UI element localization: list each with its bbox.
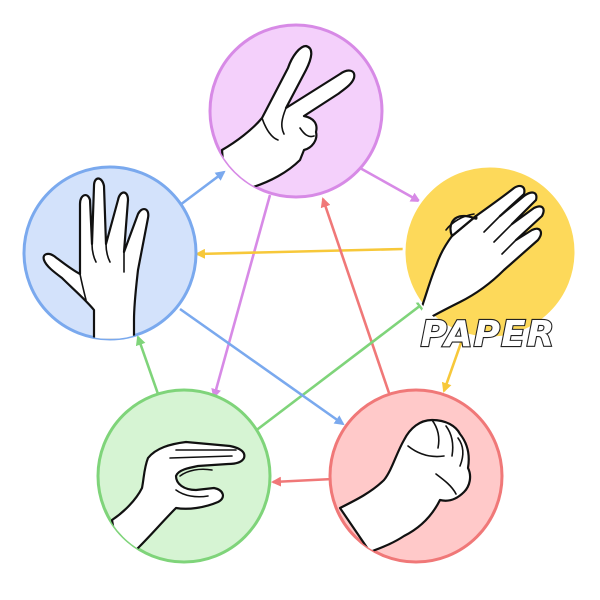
edges-layer [135, 166, 464, 487]
scissors-hand-icon [220, 44, 356, 197]
edge-rock-scissors [320, 197, 391, 394]
node-scissors [208, 23, 384, 199]
edge-scissors-paper [359, 166, 421, 203]
edge-lizard-spock [135, 335, 160, 395]
rock-fist-icon [338, 418, 472, 554]
node-rock [328, 388, 504, 564]
edge-paper-rock [441, 339, 464, 393]
lizard-hand-icon [110, 440, 246, 562]
edge-scissors-lizard [211, 194, 272, 399]
spock-hand-icon [42, 177, 150, 339]
node-spock [22, 165, 198, 341]
node-lizard [96, 388, 272, 564]
edge-spock-scissors [179, 170, 226, 207]
edge-rock-lizard [271, 476, 334, 487]
edge-spock-rock [179, 307, 345, 426]
paper-label: PAPER [421, 314, 556, 355]
node-paper [402, 164, 578, 340]
edge-lizard-paper [253, 300, 427, 434]
edge-paper-spock [195, 247, 404, 259]
paper-hand-icon [418, 184, 545, 322]
